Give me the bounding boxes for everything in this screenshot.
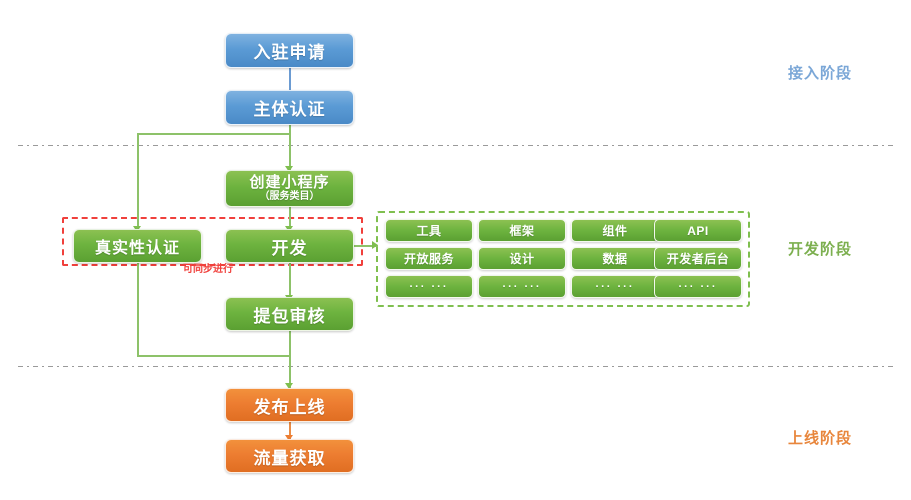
capability-cell-data[interactable]: 数据 xyxy=(571,247,659,270)
node-traffic[interactable]: 流量获取 xyxy=(225,439,354,473)
stage-label-online: 上线阶段 xyxy=(788,430,853,447)
parallel-note-label: 可同步进行 xyxy=(183,264,233,275)
connector-branch-down-to-authenticity xyxy=(137,133,139,230)
capability-cell-developer-console[interactable]: 开发者后台 xyxy=(654,247,742,270)
node-create-miniprogram[interactable]: 创建小程序 （服务类目） xyxy=(225,170,354,207)
capability-cell-more-4[interactable]: ··· ··· xyxy=(654,275,742,298)
arrowhead-publish xyxy=(285,383,293,389)
arrowhead-traffic xyxy=(285,435,293,441)
connector-publish-to-traffic xyxy=(289,422,291,439)
connector-review-to-publish xyxy=(289,331,291,388)
capability-cell-more-2[interactable]: ··· ··· xyxy=(478,275,566,298)
arrowhead-create-miniprogram xyxy=(285,166,293,172)
node-apply[interactable]: 入驻申请 xyxy=(225,33,354,68)
connector-branch-bottom-horizontal xyxy=(137,355,291,357)
node-publish[interactable]: 发布上线 xyxy=(225,388,354,422)
capability-cell-components[interactable]: 组件 xyxy=(571,219,659,242)
node-traffic-label: 流量获取 xyxy=(253,448,326,468)
node-package-review-label: 提包审核 xyxy=(253,306,326,326)
capability-cell-api[interactable]: API xyxy=(654,219,742,242)
connector-apply-to-entity-auth xyxy=(289,68,291,92)
connector-branch-top-horizontal xyxy=(137,133,291,135)
node-publish-label: 发布上线 xyxy=(253,397,326,417)
node-create-miniprogram-sublabel: （服务类目） xyxy=(259,190,320,202)
node-authenticity-auth[interactable]: 真实性认证 xyxy=(73,229,202,263)
node-package-review[interactable]: 提包审核 xyxy=(225,297,354,331)
capability-cell-more-3[interactable]: ··· ··· xyxy=(571,275,659,298)
capability-cell-framework[interactable]: 框架 xyxy=(478,219,566,242)
connector-entity-auth-to-create xyxy=(289,125,291,170)
connector-develop-to-review xyxy=(289,263,291,300)
capability-cell-more-1[interactable]: ··· ··· xyxy=(385,275,473,298)
connector-develop-to-capabilities xyxy=(351,245,378,247)
node-entity-auth[interactable]: 主体认证 xyxy=(225,90,354,125)
node-create-miniprogram-label: 创建小程序 xyxy=(249,173,330,191)
stage-label-develop: 开发阶段 xyxy=(788,241,853,258)
node-apply-label: 入驻申请 xyxy=(253,43,326,62)
capability-cell-tools[interactable]: 工具 xyxy=(385,219,473,242)
stage-separator-access-develop xyxy=(18,145,893,147)
node-develop-label: 开发 xyxy=(271,238,308,258)
connector-authenticity-down xyxy=(137,263,139,357)
capability-grid-dashed-box xyxy=(376,211,750,307)
node-entity-auth-label: 主体认证 xyxy=(253,100,326,119)
parallel-group-dashed-box xyxy=(62,217,363,266)
connector-create-to-develop xyxy=(289,207,291,230)
stage-label-access: 接入阶段 xyxy=(788,65,853,82)
capability-cell-design[interactable]: 设计 xyxy=(478,247,566,270)
node-develop[interactable]: 开发 xyxy=(225,229,354,263)
node-authenticity-auth-label: 真实性认证 xyxy=(94,240,180,257)
arrowhead-capabilities xyxy=(372,241,378,249)
stage-separator-develop-online xyxy=(18,366,893,368)
capability-cell-open-service[interactable]: 开放服务 xyxy=(385,247,473,270)
